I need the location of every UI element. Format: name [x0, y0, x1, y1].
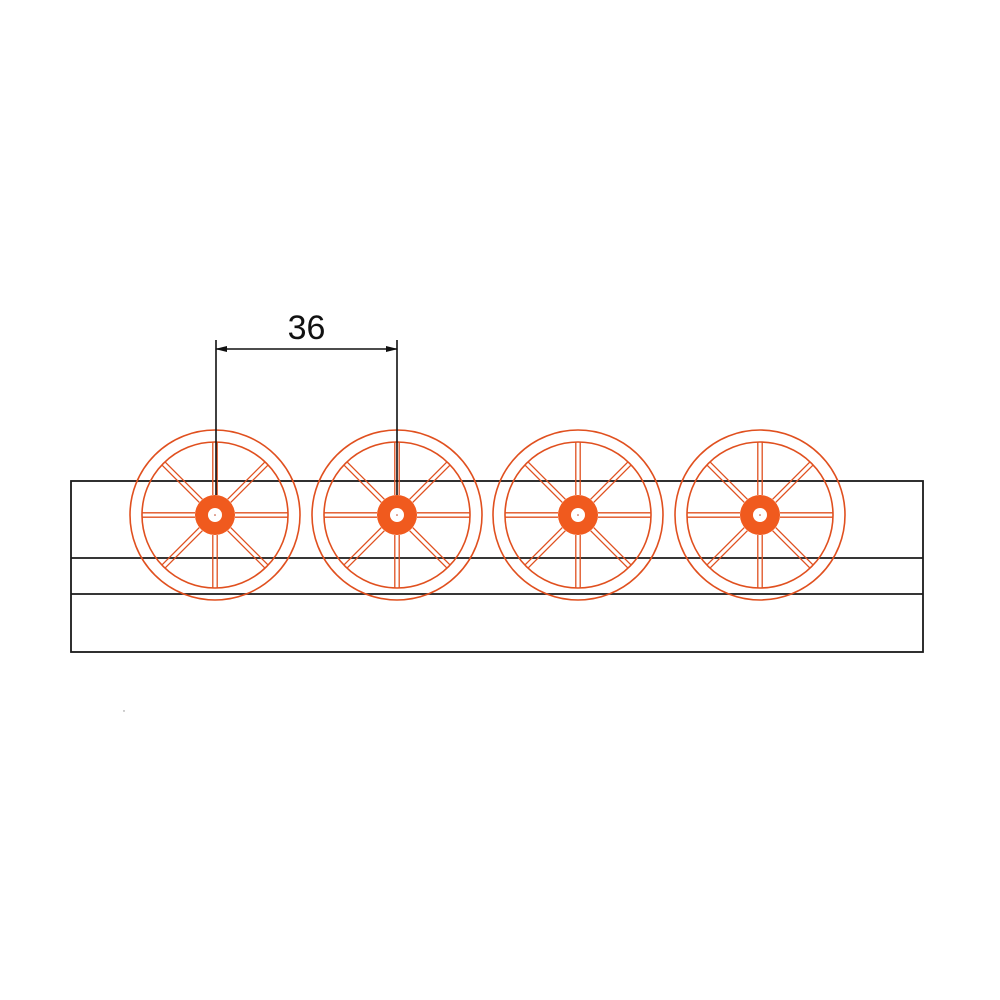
wheel-spoke — [709, 461, 748, 500]
wheel-spoke — [409, 530, 448, 569]
wheel-spoke — [775, 464, 814, 503]
wheel-spoke — [346, 461, 385, 500]
wheel-spoke — [343, 527, 382, 566]
wheel-spoke — [527, 530, 566, 569]
wheel-center-mark — [577, 514, 579, 516]
wheel-4 — [674, 429, 846, 601]
wheel-spoke — [227, 461, 266, 500]
wheel-inner-rim — [686, 441, 834, 589]
wheel-inner-rim — [504, 441, 652, 589]
wheel-spoke — [590, 461, 629, 500]
wheel-spoke — [772, 530, 811, 569]
wheel-spoke — [161, 464, 200, 503]
wheel-spoke — [343, 464, 382, 503]
wheel-spoke — [593, 464, 632, 503]
wheel-spoke — [409, 461, 448, 500]
stray-dot — [123, 710, 125, 712]
dimension-label: 36 — [288, 309, 326, 347]
wheel-spoke — [412, 464, 451, 503]
wheel-outer-rim — [492, 429, 664, 601]
rail-outline — [70, 480, 924, 653]
wheel-spoke — [164, 530, 203, 569]
wheel-spoke — [527, 461, 566, 500]
wheel-spoke — [230, 464, 269, 503]
wheel-center-mark — [396, 514, 398, 516]
wheel-spoke — [524, 464, 563, 503]
wheel-spoke — [164, 461, 203, 500]
wheel-spoke — [706, 527, 745, 566]
wheel-spoke — [524, 527, 563, 566]
wheel-spoke — [412, 527, 451, 566]
wheels — [129, 429, 846, 601]
wheel-1 — [129, 429, 301, 601]
wheel-spoke — [346, 530, 385, 569]
wheel-spoke — [593, 527, 632, 566]
wheel-center-mark — [759, 514, 761, 516]
wheel-inner-rim — [141, 441, 289, 589]
wheel-spoke — [590, 530, 629, 569]
wheel-spoke — [709, 530, 748, 569]
wheel-spoke — [230, 527, 269, 566]
dimension-annotation: 36 — [215, 309, 398, 495]
wheel-outer-rim — [129, 429, 301, 601]
wheel-spoke — [772, 461, 811, 500]
wheel-spoke — [161, 527, 200, 566]
wheel-outer-rim — [674, 429, 846, 601]
wheel-spoke — [775, 527, 814, 566]
wheel-spoke — [227, 530, 266, 569]
wheel-spoke — [706, 464, 745, 503]
wheel-center-mark — [214, 514, 216, 516]
wheel-3 — [492, 429, 664, 601]
